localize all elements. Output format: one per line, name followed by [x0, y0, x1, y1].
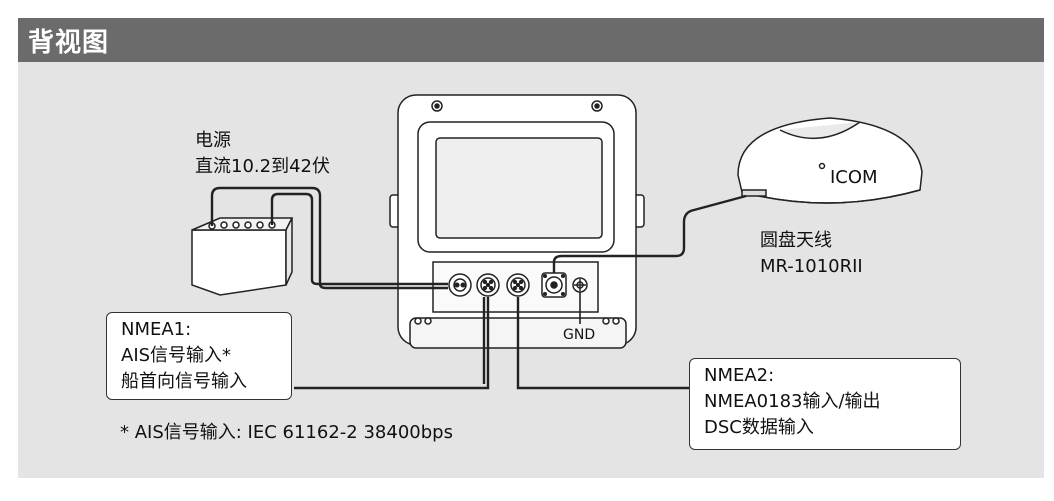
antenna-label: 圆盘天线 MR-1010RII — [760, 228, 863, 280]
power-label-line1: 电源 — [195, 130, 231, 151]
nmea2-title: NMEA2: — [704, 365, 775, 386]
section-title: 背视图 — [28, 28, 110, 58]
nmea2-callout: NMEA2: NMEA0183输入/输出 DSC数据输入 — [689, 358, 961, 450]
section-header: 背视图 — [18, 18, 1044, 62]
antenna-cable — [552, 194, 747, 273]
power-cable — [210, 186, 448, 290]
rear-cover — [435, 137, 603, 239]
gnd-label: GND — [563, 327, 596, 343]
power-cable-2 — [270, 192, 448, 286]
nmea1-ais: AIS信号输入* — [121, 345, 232, 366]
nmea2-io: NMEA0183输入/输出 — [704, 391, 881, 412]
display-unit — [389, 94, 645, 349]
power-connector — [448, 273, 472, 297]
nmea2-dsc: DSC数据输入 — [704, 417, 814, 438]
battery-icon — [191, 217, 294, 296]
nmea2-connector — [506, 273, 530, 297]
power-label: 电源 直流10.2到42伏 — [195, 128, 330, 180]
gnd-terminal — [572, 277, 588, 293]
antenna-name: 圆盘天线 — [760, 230, 832, 251]
dome-antenna-icon — [737, 117, 923, 204]
power-label-line2: 直流10.2到42伏 — [195, 156, 330, 177]
nmea1-connector — [476, 273, 500, 297]
nmea1-callout: NMEA1: AIS信号输入* 船首向信号输入 — [106, 312, 292, 400]
antenna-connector — [541, 272, 567, 298]
antenna-model: MR-1010RII — [760, 256, 863, 277]
nmea1-heading: 船首向信号输入 — [121, 371, 247, 392]
nmea2-cable — [516, 297, 690, 390]
nmea1-title: NMEA1: — [121, 319, 192, 340]
antenna-brand-logo: ICOM — [830, 167, 878, 188]
cables — [210, 186, 747, 390]
nmea1-cable — [294, 297, 490, 390]
footnote: * AIS信号输入: IEC 61162-2 38400bps — [120, 422, 453, 443]
